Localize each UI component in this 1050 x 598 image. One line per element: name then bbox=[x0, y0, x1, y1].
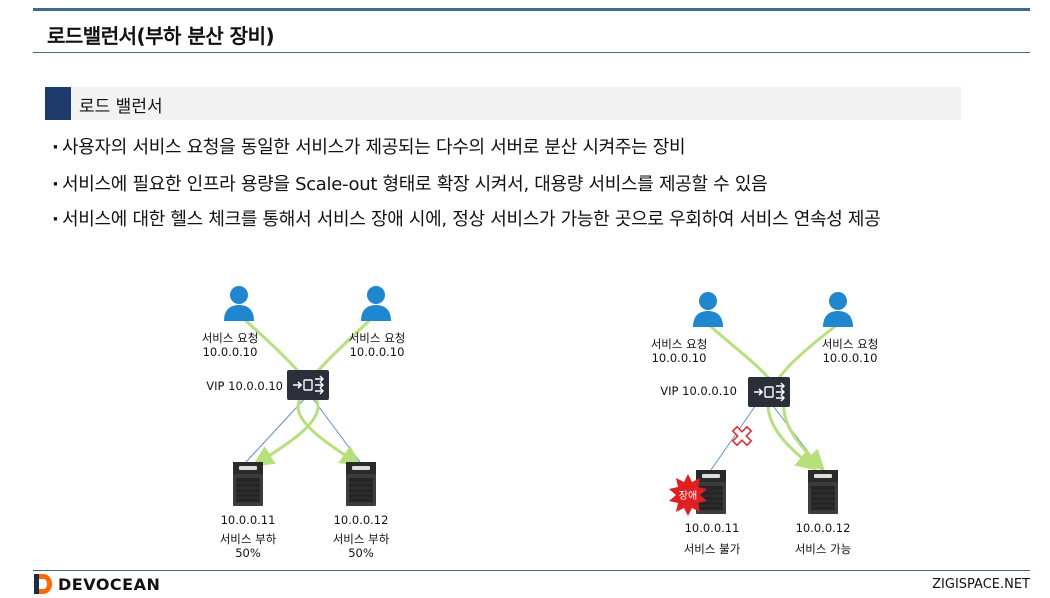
devocean-logo-icon bbox=[34, 574, 52, 594]
server-ip-label: 10.0.0.11 bbox=[221, 513, 276, 527]
user-icon bbox=[823, 292, 853, 327]
server-icon bbox=[808, 470, 838, 514]
left-diagram: 서비스 요청 10.0.0.10 서비스 요청 10.0.0.10 VIP 10… bbox=[202, 286, 406, 560]
server-status-label: 서비스 부하 bbox=[333, 532, 390, 546]
bullet-text: 사용자의 서비스 요청을 동일한 서비스가 제공되는 다수의 서버로 분산 시켜… bbox=[62, 137, 686, 158]
bullet-dot: · bbox=[52, 174, 59, 195]
site-name: ZIGISPACE.NET bbox=[932, 577, 1030, 592]
user-request-label: 서비스 요청 bbox=[651, 337, 708, 351]
user-request-label: 서비스 요청 bbox=[822, 337, 879, 351]
failure-burst-icon bbox=[669, 474, 707, 516]
server-load-label: 50% bbox=[348, 546, 374, 560]
server-load-label: 50% bbox=[235, 546, 261, 560]
server-icon bbox=[346, 462, 376, 506]
bullet-item: ·서비스에 대한 헬스 체크를 통해서 서비스 장애 시에, 정상 서비스가 가… bbox=[52, 205, 881, 231]
user-icon bbox=[361, 286, 391, 321]
bullet-item: ·서비스에 필요한 인프라 용량을 Scale-out 형태로 확장 시켜서, … bbox=[52, 170, 768, 196]
bullet-dot: · bbox=[52, 209, 59, 230]
right-diagram: 장애 서비스 요청 10.0.0.10 서비스 요청 10.0.0.10 VIP… bbox=[651, 292, 879, 556]
user-request-label: 서비스 요청 bbox=[202, 331, 259, 345]
server-status-label: 서비스 불가 bbox=[684, 542, 741, 556]
bottom-rule bbox=[33, 570, 1030, 571]
server-status-label: 서비스 가능 bbox=[795, 542, 852, 556]
logo-text: DEVOCEAN bbox=[58, 574, 161, 594]
section-marker bbox=[45, 87, 71, 120]
user-ip-label: 10.0.0.10 bbox=[823, 351, 878, 365]
bullet-text: 서비스에 필요한 인프라 용량을 Scale-out 형태로 확장 시켜서, 대… bbox=[62, 174, 768, 195]
request-flow-arrow bbox=[241, 316, 320, 467]
server-ip-label: 10.0.0.12 bbox=[334, 513, 389, 527]
failure-badge: 장애 bbox=[679, 490, 697, 502]
bullet-item: ·사용자의 서비스 요청을 동일한 서비스가 제공되는 다수의 서버로 분산 시… bbox=[52, 133, 686, 159]
user-icon bbox=[224, 286, 254, 321]
page-title: 로드밸런서(부하 분산 장비) bbox=[47, 24, 275, 48]
server-status-label: 서비스 부하 bbox=[220, 532, 277, 546]
user-request-label: 서비스 요청 bbox=[349, 331, 406, 345]
bullet-dot: · bbox=[52, 137, 59, 158]
bullet-text: 서비스에 대한 헬스 체크를 통해서 서비스 장애 시에, 정상 서비스가 가능… bbox=[62, 209, 881, 230]
server-icon bbox=[233, 462, 263, 506]
server-ip-label: 10.0.0.12 bbox=[796, 521, 851, 535]
user-ip-label: 10.0.0.10 bbox=[652, 351, 707, 365]
request-flow-arrow bbox=[296, 316, 374, 467]
blocked-x-icon bbox=[731, 425, 753, 447]
top-rule bbox=[33, 8, 1030, 11]
load-balancer-icon bbox=[748, 377, 790, 407]
user-ip-label: 10.0.0.10 bbox=[203, 345, 258, 359]
devocean-logo: DEVOCEAN bbox=[34, 574, 160, 594]
vip-label: VIP 10.0.0.10 bbox=[206, 379, 283, 393]
server-ip-label: 10.0.0.11 bbox=[685, 521, 740, 535]
title-rule bbox=[33, 52, 1030, 53]
user-ip-label: 10.0.0.10 bbox=[350, 345, 405, 359]
section-header: 로드 밸런서 bbox=[45, 87, 961, 120]
network-link-broken bbox=[710, 401, 759, 471]
load-balancer-icon bbox=[287, 370, 329, 400]
section-label: 로드 밸런서 bbox=[79, 97, 163, 117]
user-icon bbox=[693, 292, 723, 327]
vip-label: VIP 10.0.0.10 bbox=[660, 384, 737, 398]
